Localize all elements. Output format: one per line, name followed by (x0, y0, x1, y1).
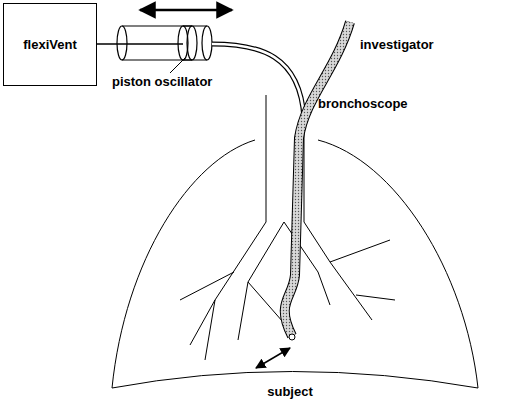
part-label: bronchoscope (318, 96, 408, 112)
cylinder (117, 26, 212, 60)
oscillation-arrow (256, 348, 290, 368)
bronchoscope-tip (289, 334, 295, 340)
piston-rod (97, 43, 183, 44)
motion-arrow (140, 9, 232, 12)
subject-label: subject (267, 384, 313, 400)
part-label: piston oscillator (112, 74, 212, 90)
leader-line (170, 58, 185, 73)
bronchoscope (285, 22, 350, 336)
device-name: flexiVent (23, 37, 76, 53)
part-label: investigator (360, 37, 434, 53)
bronchoscope (285, 22, 350, 336)
tube (212, 44, 304, 118)
tube (212, 44, 304, 118)
device-box: flexiVent (3, 3, 97, 86)
